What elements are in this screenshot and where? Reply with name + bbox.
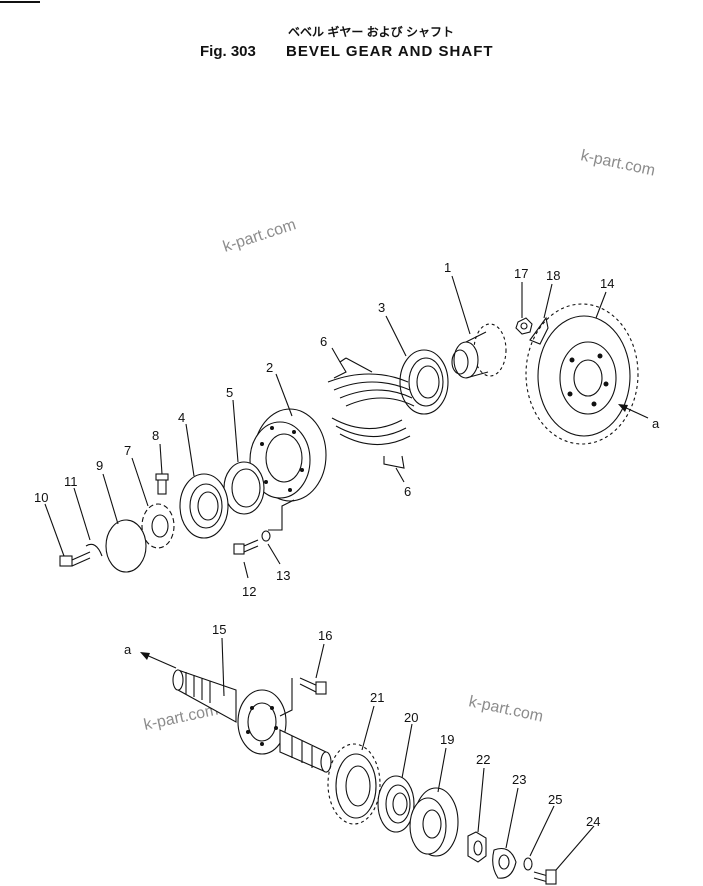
marker-a-top: a [652, 416, 660, 431]
leader-4 [185, 423, 195, 477]
leader-15 [221, 637, 225, 697]
leader-11 [73, 487, 91, 541]
callout-11: 11 [64, 474, 78, 489]
callout-12: 12 [242, 584, 256, 599]
bolt-16-part [299, 677, 327, 695]
callout-19: 19 [440, 732, 454, 747]
callout-16: 16 [318, 628, 332, 643]
lock-11-part [85, 543, 103, 557]
leader-7 [131, 457, 149, 507]
leader-20 [401, 723, 413, 779]
callout-4: 4 [178, 410, 185, 425]
leader-14 [595, 291, 607, 319]
gear-21-part [327, 743, 381, 825]
leader-16 [315, 643, 325, 679]
callout-15: 15 [212, 622, 226, 637]
leader-25 [529, 805, 555, 857]
callout-23: 23 [512, 772, 526, 787]
leader-22 [477, 767, 485, 833]
leader-13 [267, 543, 281, 565]
leader-9 [102, 473, 119, 525]
watermark-2: k-part.com [221, 216, 298, 256]
callout-6-upper: 6 [320, 334, 327, 349]
leader-21 [361, 705, 375, 751]
leader-bracket-16 [279, 678, 293, 717]
callout-6-lower: 6 [404, 484, 411, 499]
fig-number: Fig. 303 [200, 43, 256, 60]
callout-13: 13 [276, 568, 290, 583]
leader-12 [243, 561, 249, 579]
callout-8: 8 [152, 428, 159, 443]
callout-2: 2 [266, 360, 273, 375]
leader-6-upper [331, 347, 373, 379]
leader-3 [385, 315, 407, 357]
leader-6-lower [383, 455, 405, 483]
washer-13-part [261, 530, 271, 542]
bolt-8-part [155, 473, 169, 495]
bolt-12-part [233, 539, 259, 555]
callout-5: 5 [226, 385, 233, 400]
plate-9-part [105, 519, 147, 573]
shims-6-upper-part [327, 373, 415, 407]
leader-18 [543, 283, 553, 319]
callout-25: 25 [548, 792, 562, 807]
callout-9: 9 [96, 458, 103, 473]
callout-22: 22 [476, 752, 490, 767]
bearing-4-part [179, 473, 229, 539]
callout-3: 3 [378, 300, 385, 315]
callout-24: 24 [586, 814, 600, 829]
title-english: BEVEL GEAR AND SHAFT [286, 43, 494, 60]
nut-7-part [141, 503, 175, 549]
ring-5-part [223, 461, 265, 515]
leader-1 [451, 275, 471, 335]
leader-5 [232, 399, 239, 463]
arrow-a-bottom-head [140, 652, 150, 660]
title-japanese: ベベル ギヤー および シャフト [288, 24, 454, 39]
leader-10 [44, 503, 65, 557]
callout-1: 1 [444, 260, 451, 275]
collar-19-part [409, 787, 459, 857]
watermark-1: k-part.com [579, 147, 656, 179]
arrow-a-top-head [618, 404, 628, 412]
bolt-24-part [533, 869, 557, 885]
marker-a-bottom: a [124, 642, 132, 657]
leader-2 [275, 373, 293, 417]
lock-plate-23-part [492, 847, 517, 879]
lock-18-part [529, 316, 549, 345]
leader-24 [555, 825, 595, 871]
callout-14: 14 [600, 276, 614, 291]
leader-19 [437, 747, 447, 793]
nut-22-part [467, 831, 487, 863]
callout-7: 7 [124, 443, 131, 458]
shims-6-lower-part [331, 417, 411, 446]
arrow-a-bottom-line [143, 653, 177, 669]
bearing-20-part [377, 775, 415, 833]
bevel-gear-part [525, 303, 639, 445]
callout-18: 18 [546, 268, 560, 283]
leader-8 [159, 443, 163, 475]
washer-25-part [523, 857, 533, 871]
nut-17-part [515, 317, 533, 335]
leader-bracket-13 [268, 499, 295, 531]
watermark-3: k-part.com [467, 693, 544, 725]
cage-2-part [249, 408, 327, 502]
callout-10: 10 [34, 490, 48, 505]
shaft-15-part [172, 669, 332, 773]
callout-17: 17 [514, 266, 528, 281]
callout-20: 20 [404, 710, 418, 725]
pinion-gear-part [451, 323, 507, 379]
callout-21: 21 [370, 690, 384, 705]
leader-23 [505, 787, 519, 849]
bolt-10-part [59, 551, 91, 567]
